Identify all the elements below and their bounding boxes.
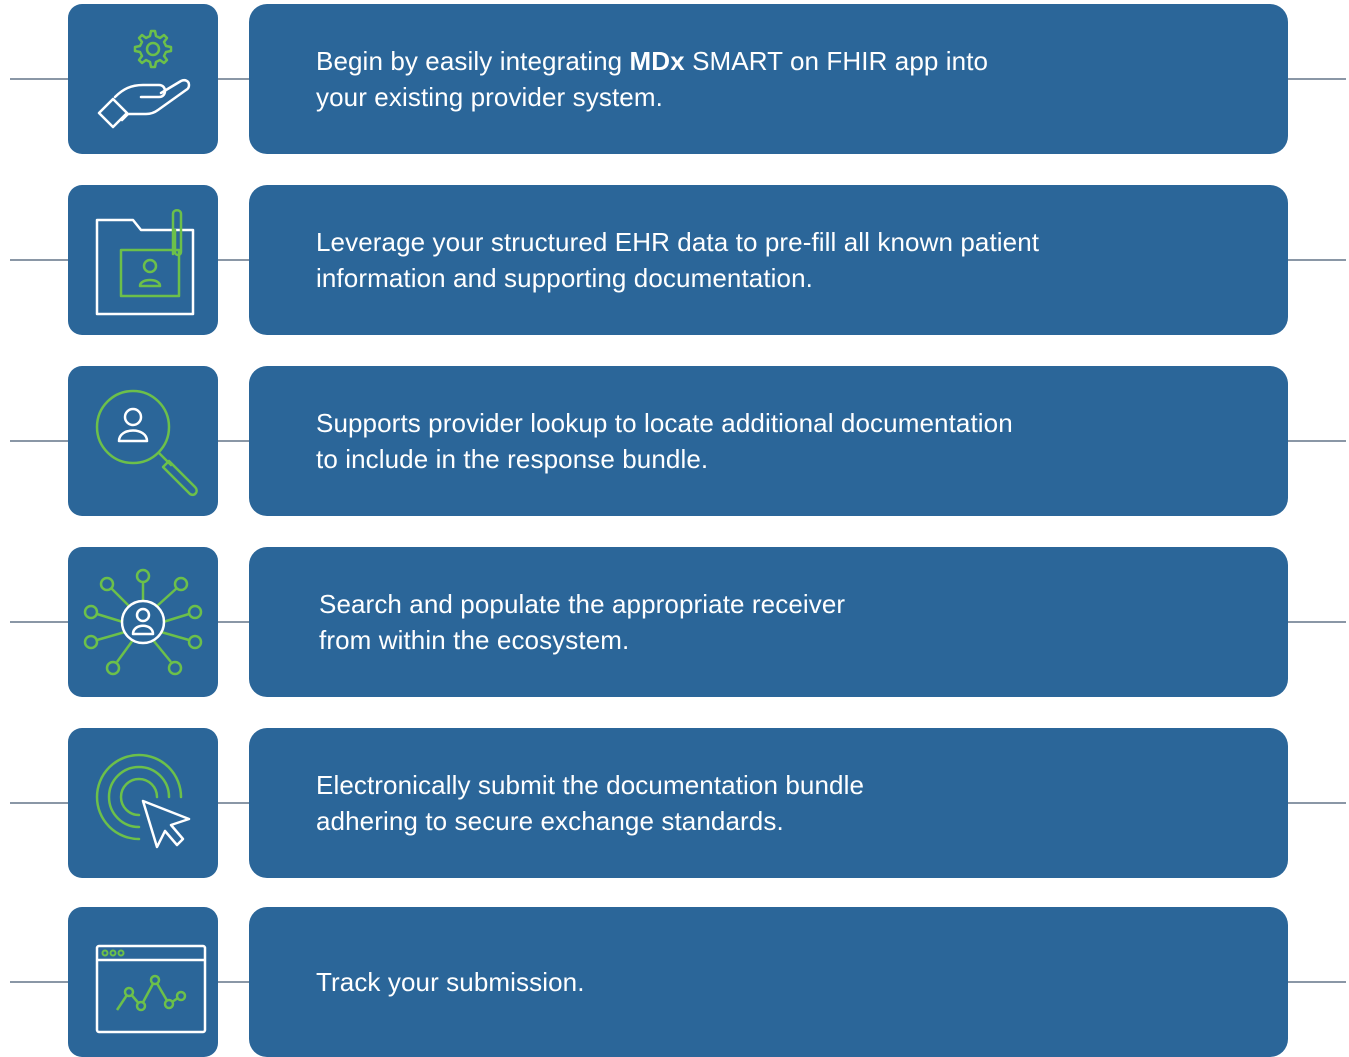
step-2-text: Leverage your structured EHR data to pre…: [249, 224, 1039, 296]
connector-line: [10, 981, 68, 983]
connector-line: [218, 981, 249, 983]
connector-line: [1288, 440, 1346, 442]
step-4-card: Search and populate the appropriate rece…: [249, 547, 1288, 697]
connector-line: [10, 259, 68, 261]
step-6-text: Track your submission.: [249, 964, 585, 1000]
connector-line: [1288, 981, 1346, 983]
step-5-card: Electronically submit the documentation …: [249, 728, 1288, 878]
step-6-icon-box: [68, 907, 218, 1057]
connector-line: [1288, 78, 1346, 80]
step-4-text-line1: Search and populate the appropriate rece…: [319, 589, 846, 619]
step-3: Supports provider lookup to locate addit…: [0, 366, 1349, 516]
step-1: Begin by easily integrating MDx SMART on…: [0, 4, 1349, 154]
step-3-text-line1: Supports provider lookup to locate addit…: [316, 408, 1013, 438]
step-4-text-line2: from within the ecosystem.: [319, 625, 630, 655]
connector-line: [1288, 259, 1346, 261]
step-2-text-line2: information and supporting documentation…: [316, 263, 813, 293]
step-6-card: Track your submission.: [249, 907, 1288, 1057]
step-3-card: Supports provider lookup to locate addit…: [249, 366, 1288, 516]
connector-line: [1288, 802, 1346, 804]
mdx-brand-text: MDx: [629, 46, 685, 76]
step-5: Electronically submit the documentation …: [0, 728, 1349, 878]
step-6-text-line1: Track your submission.: [316, 967, 585, 997]
connector-line: [218, 78, 249, 80]
connector-line: [10, 78, 68, 80]
step-5-text-line1: Electronically submit the documentation …: [316, 770, 865, 800]
connector-line: [218, 621, 249, 623]
step-5-icon-box: [68, 728, 218, 878]
connector-line: [10, 802, 68, 804]
connector-line: [218, 802, 249, 804]
folder-patient-icon: [95, 209, 195, 316]
step-4-text: Search and populate the appropriate rece…: [249, 586, 845, 658]
step-2-card: Leverage your structured EHR data to pre…: [249, 185, 1288, 335]
connector-line: [10, 440, 68, 442]
gear-hand-icon: [97, 29, 191, 129]
connector-line: [218, 259, 249, 261]
step-4: Search and populate the appropriate rece…: [0, 547, 1349, 697]
step-5-text-line2: adhering to secure exchange standards.: [316, 806, 784, 836]
step-3-text: Supports provider lookup to locate addit…: [249, 405, 1013, 477]
step-2: Leverage your structured EHR data to pre…: [0, 185, 1349, 335]
step-1-text-suffix: SMART on FHIR app into: [684, 46, 989, 76]
step-1-text: Begin by easily integrating MDx SMART on…: [249, 43, 988, 115]
step-2-icon-box: [68, 185, 218, 335]
connector-line: [10, 621, 68, 623]
step-1-text-line2: your existing provider system.: [316, 82, 663, 112]
browser-chart-icon: [95, 944, 207, 1034]
step-1-card: Begin by easily integrating MDx SMART on…: [249, 4, 1288, 154]
network-person-icon: [83, 568, 203, 676]
target-cursor-icon: [95, 753, 191, 849]
step-3-text-line2: to include in the response bundle.: [316, 444, 709, 474]
step-3-icon-box: [68, 366, 218, 516]
magnifier-person-icon: [95, 389, 198, 496]
connector-line: [218, 440, 249, 442]
connector-line: [1288, 621, 1346, 623]
step-6: Track your submission.: [0, 907, 1349, 1057]
step-4-icon-box: [68, 547, 218, 697]
step-1-text-prefix: Begin by easily integrating: [316, 46, 630, 76]
step-2-text-line1: Leverage your structured EHR data to pre…: [316, 227, 1040, 257]
step-5-text: Electronically submit the documentation …: [249, 767, 864, 839]
step-1-icon-box: [68, 4, 218, 154]
